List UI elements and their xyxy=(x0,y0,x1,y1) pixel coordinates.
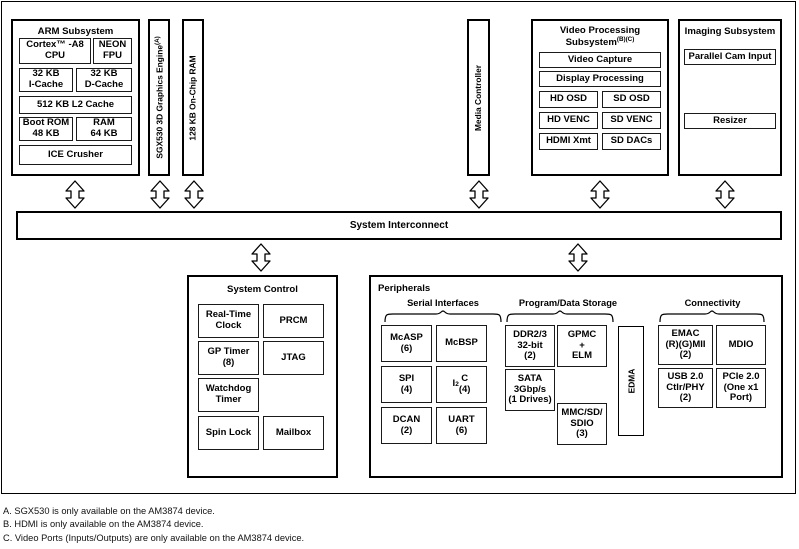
sgx530-graphics-engine-block: SGX530 3D Graphics Engine(A) xyxy=(148,19,170,176)
real-time-clock-block: Real-Time Clock xyxy=(198,304,259,338)
mcasp-block: McASP (6) xyxy=(381,325,432,362)
arm-cortex-a8-cpu-block: Cortex™ -A8 CPU xyxy=(19,38,91,64)
peripherals-title: Peripherals xyxy=(378,283,431,294)
footnote-b: B. HDMI is only available on the AM3874 … xyxy=(3,519,204,530)
gpmc-elm-block: GPMC + ELM xyxy=(557,325,607,367)
arm-ice-crusher-block: ICE Crusher xyxy=(19,145,132,165)
program-data-storage-label: Program/Data Storage xyxy=(518,298,618,308)
i2c-superscript: 2 xyxy=(455,380,459,388)
hd-venc-block: HD VENC xyxy=(539,112,598,129)
media-controller-label: Media Controller xyxy=(473,64,484,131)
jtag-block: JTAG xyxy=(263,341,324,375)
arm-subsystem-title: ARM Subsystem xyxy=(37,26,114,37)
media-controller-block: Media Controller xyxy=(467,19,490,176)
onchip-ram-label: 128 KB On-Chip RAM xyxy=(188,54,198,141)
sd-dacs-block: SD DACs xyxy=(602,133,661,150)
connectivity-brace xyxy=(659,310,765,323)
sgx530-label: SGX530 3D Graphics Engine xyxy=(154,45,165,159)
parallel-cam-input-block: Parallel Cam Input xyxy=(684,49,776,65)
system-control-title: System Control xyxy=(227,284,298,295)
emac-block: EMAC (R)(G)MII (2) xyxy=(658,325,713,365)
arrow-sgx530-to-interconnect xyxy=(150,180,170,209)
arm-i-cache-block: 32 KB I-Cache xyxy=(19,68,73,92)
imaging-subsystem-group: Imaging Subsystem xyxy=(678,19,782,176)
gp-timer-block: GP Timer (8) xyxy=(198,341,259,375)
usb-block: USB 2.0 Ctlr/PHY (2) xyxy=(658,368,713,408)
diagram-outer-border xyxy=(1,1,796,494)
arrow-onchip-ram-to-interconnect xyxy=(184,180,204,209)
uart-block: UART (6) xyxy=(436,407,487,444)
sata-block: SATA 3Gbp/s (1 Drives) xyxy=(505,369,555,411)
arm-l2-cache-block: 512 KB L2 Cache xyxy=(19,96,132,114)
footnotes: A. SGX530 is only available on the AM387… xyxy=(3,505,304,545)
video-capture-block: Video Capture xyxy=(539,52,661,68)
video-processing-title-line1: Video Processing xyxy=(559,25,641,36)
watchdog-timer-block: Watchdog Timer xyxy=(198,378,259,412)
sgx530-footnote-marker: (A) xyxy=(153,36,161,46)
imaging-subsystem-title: Imaging Subsystem xyxy=(684,26,776,37)
spin-lock-block: Spin Lock xyxy=(198,416,259,450)
mdio-block: MDIO xyxy=(716,325,766,365)
footnote-a: A. SGX530 is only available on the AM387… xyxy=(3,506,215,516)
footnote-c: C. Video Ports (Inputs/Outputs) are only… xyxy=(3,532,305,543)
connectivity-label: Connectivity xyxy=(684,298,741,308)
arrow-imaging-to-interconnect xyxy=(715,180,735,209)
serial-interfaces-label: Serial Interfaces xyxy=(407,298,479,308)
onchip-ram-block: 128 KB On-Chip RAM xyxy=(182,19,204,176)
mcbsp-block: McBSP xyxy=(436,325,487,362)
program-data-storage-brace xyxy=(506,310,614,323)
dcan-block: DCAN (2) xyxy=(381,407,432,444)
arrow-arm-to-interconnect xyxy=(65,180,85,209)
edma-label: EDMA xyxy=(626,368,637,394)
pcie-block: PCIe 2.0 (One x1 Port) xyxy=(716,368,766,408)
display-processing-block: Display Processing xyxy=(539,71,661,87)
system-interconnect-bar: System Interconnect xyxy=(16,211,782,240)
arm-boot-rom-block: Boot ROM 48 KB xyxy=(19,117,73,141)
sd-venc-block: SD VENC xyxy=(602,112,661,129)
sd-osd-block: SD OSD xyxy=(602,91,661,108)
arrow-interconnect-to-peripherals xyxy=(568,243,588,272)
arrow-interconnect-to-system-control xyxy=(251,243,271,272)
ddr-block: DDR2/3 32-bit (2) xyxy=(505,325,555,367)
edma-block: EDMA xyxy=(618,326,644,436)
hd-osd-block: HD OSD xyxy=(539,91,598,108)
spi-block: SPI (4) xyxy=(381,366,432,403)
arm-d-cache-block: 32 KB D-Cache xyxy=(76,68,132,92)
serial-interfaces-brace xyxy=(384,310,502,323)
arm-ram-block: RAM 64 KB xyxy=(76,117,132,141)
video-processing-title-line2: Subsystem xyxy=(565,37,617,49)
arrow-video-processing-to-interconnect xyxy=(590,180,610,209)
mailbox-block: Mailbox xyxy=(263,416,324,450)
arm-neon-fpu-block: NEON FPU xyxy=(93,38,132,64)
resizer-block: Resizer xyxy=(684,113,776,129)
prcm-block: PRCM xyxy=(263,304,324,338)
mmc-sd-sdio-block: MMC/SD/ SDIO (3) xyxy=(557,403,607,445)
hdmi-xmt-block: HDMI Xmt xyxy=(539,133,598,150)
arrow-media-controller-to-interconnect xyxy=(469,180,489,209)
video-processing-footnote-marker: (B)(C) xyxy=(616,36,635,44)
